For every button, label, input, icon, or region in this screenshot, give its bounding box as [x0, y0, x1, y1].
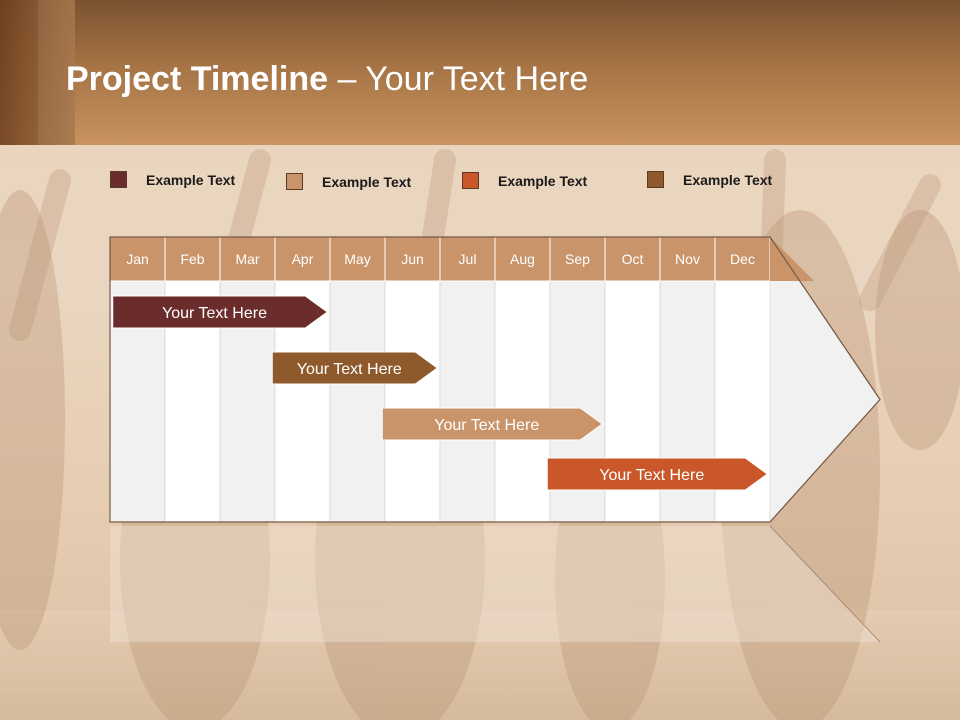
task-bar-shape — [271, 351, 439, 385]
month-label: Nov — [675, 251, 700, 267]
month-label: Oct — [622, 251, 644, 267]
title-rest: – Your Text Here — [328, 60, 589, 98]
month-header-cell — [164, 236, 221, 282]
slide-title[interactable]: Project Timeline – Your Text Here — [66, 60, 588, 99]
task-bar[interactable]: Your Text Here — [546, 457, 769, 491]
task-bar-label: Your Text Here — [434, 417, 539, 434]
reflection-edge — [769, 525, 881, 643]
month-header-cell — [494, 236, 551, 282]
legend-swatch-3 — [462, 172, 479, 189]
legend-label-2: Example Text — [322, 173, 412, 190]
month-header-cell — [714, 236, 771, 282]
month-column — [329, 280, 386, 523]
legend-item-2: Example Text — [286, 173, 411, 190]
legend-item-4: Example Text — [647, 171, 772, 188]
task-bar[interactable]: Your Text Here — [271, 351, 439, 385]
task-bar-label: Your Text Here — [297, 361, 402, 378]
legend-swatch-2 — [286, 173, 303, 190]
month-label: Sep — [565, 251, 590, 267]
legend-label-3: Example Text — [498, 172, 588, 189]
month-label: Jul — [459, 251, 477, 267]
month-label: Feb — [180, 251, 204, 267]
reflection-shape — [110, 526, 880, 642]
task-bar[interactable]: Your Text Here — [381, 407, 604, 441]
month-label: Dec — [730, 251, 755, 267]
header-accent-highlight — [38, 0, 75, 145]
task-bar-shape — [381, 407, 604, 441]
header-band — [0, 0, 960, 145]
month-label: Jan — [126, 251, 149, 267]
month-label: Aug — [510, 251, 535, 267]
legend-swatch-4 — [647, 171, 664, 188]
legend-label-4: Example Text — [683, 171, 773, 188]
month-header-cell — [329, 236, 386, 282]
month-label: May — [344, 251, 370, 267]
month-label: Mar — [235, 251, 259, 267]
timeline-outline — [109, 236, 881, 523]
task-bar-label: Your Text Here — [599, 467, 704, 484]
task-bar-shape — [112, 295, 329, 329]
month-column — [439, 280, 496, 523]
legend-item-1: Example Text — [110, 171, 235, 188]
month-label: Apr — [292, 251, 314, 267]
month-header-tail — [770, 237, 814, 281]
task-bar[interactable]: Your Text Here — [112, 295, 329, 329]
legend-label-1: Example Text — [146, 171, 236, 188]
month-column — [384, 280, 441, 523]
timeline-reflection — [110, 525, 881, 643]
month-label: Jun — [401, 251, 424, 267]
task-bar-label: Your Text Here — [162, 305, 267, 322]
title-bold: Project Timeline — [66, 60, 329, 98]
task-bar-shape — [546, 457, 769, 491]
month-column — [494, 280, 551, 523]
month-header-cell — [549, 236, 606, 282]
header-accent-strip — [0, 0, 75, 145]
legend-swatch-1 — [110, 171, 127, 188]
month-header-row: Jan Feb Mar Apr May Jun Jul Aug Sep Oct Nov Dec — [109, 236, 881, 523]
month-header-cell — [604, 236, 661, 282]
legend-item-3: Example Text — [462, 172, 587, 189]
